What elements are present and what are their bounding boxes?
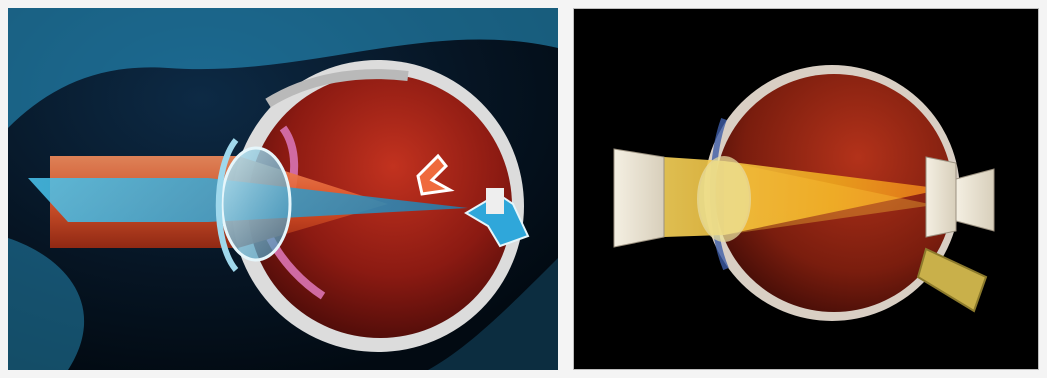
eye-illustration-right bbox=[573, 8, 1039, 370]
image-card-inner bbox=[926, 157, 956, 237]
eye-cross-section-right bbox=[574, 9, 1038, 369]
eye-illustration-left bbox=[8, 8, 558, 370]
nerve-sheath bbox=[486, 188, 504, 214]
image-divider bbox=[560, 0, 571, 378]
crystalline-lens bbox=[222, 148, 290, 260]
object-card bbox=[614, 149, 664, 247]
eye-cross-section-left bbox=[8, 8, 558, 370]
crystalline-lens bbox=[698, 157, 750, 241]
image-card-outer bbox=[956, 169, 994, 231]
